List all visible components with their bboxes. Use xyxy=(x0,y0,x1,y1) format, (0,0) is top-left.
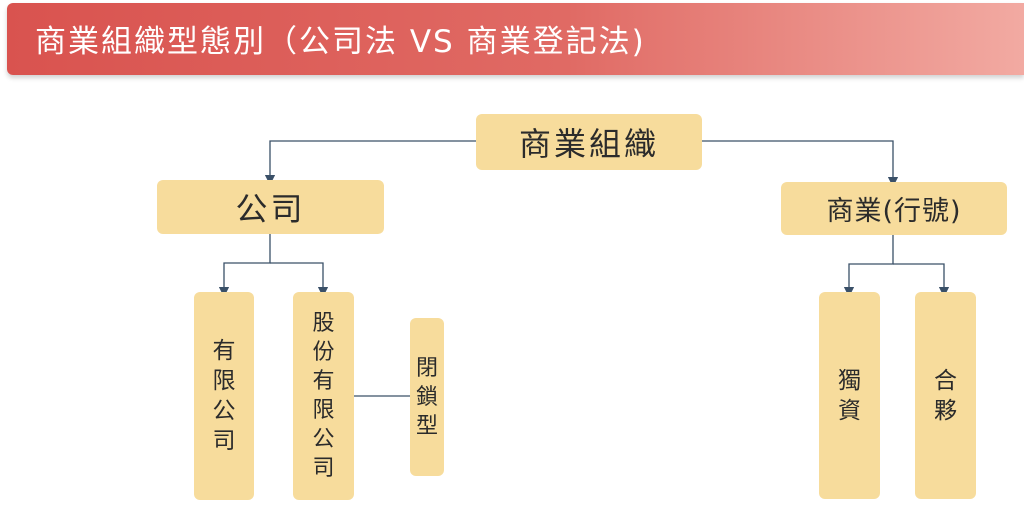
page-title: 商業組織型態別（公司法 VS 商業登記法) xyxy=(35,24,646,60)
connector-company-to-limited xyxy=(218,234,271,298)
node-closed-type-label: 閉鎖型 xyxy=(416,355,439,439)
node-sole-proprietorship: 獨資 xyxy=(819,292,880,499)
node-business-firm: 商業(行號) xyxy=(781,182,1007,235)
title-banner: 商業組織型態別（公司法 VS 商業登記法) xyxy=(7,3,1024,75)
node-limited-company-label: 有限公司 xyxy=(212,338,236,454)
connector-business-to-sole xyxy=(843,235,894,298)
node-company: 公司 xyxy=(157,180,384,234)
connector-company-to-stock xyxy=(270,262,329,298)
node-sole-proprietorship-label: 獨資 xyxy=(838,367,861,424)
node-business-organization: 商業組織 xyxy=(476,114,702,170)
node-closed-type: 閉鎖型 xyxy=(410,318,444,476)
node-business-organization-label: 商業組織 xyxy=(518,125,659,163)
node-stock-company-label: 股份有限公司 xyxy=(312,311,335,481)
node-company-label: 公司 xyxy=(235,190,306,228)
node-limited-company: 有限公司 xyxy=(194,292,254,500)
connector-root-to-business xyxy=(702,140,899,188)
node-partnership: 合夥 xyxy=(915,292,976,499)
node-partnership-label: 合夥 xyxy=(934,367,957,424)
connector-root-to-company xyxy=(264,140,476,186)
node-stock-company: 股份有限公司 xyxy=(293,292,354,500)
connector-business-to-partnership xyxy=(893,263,950,298)
node-business-firm-label: 商業(行號) xyxy=(826,196,962,227)
